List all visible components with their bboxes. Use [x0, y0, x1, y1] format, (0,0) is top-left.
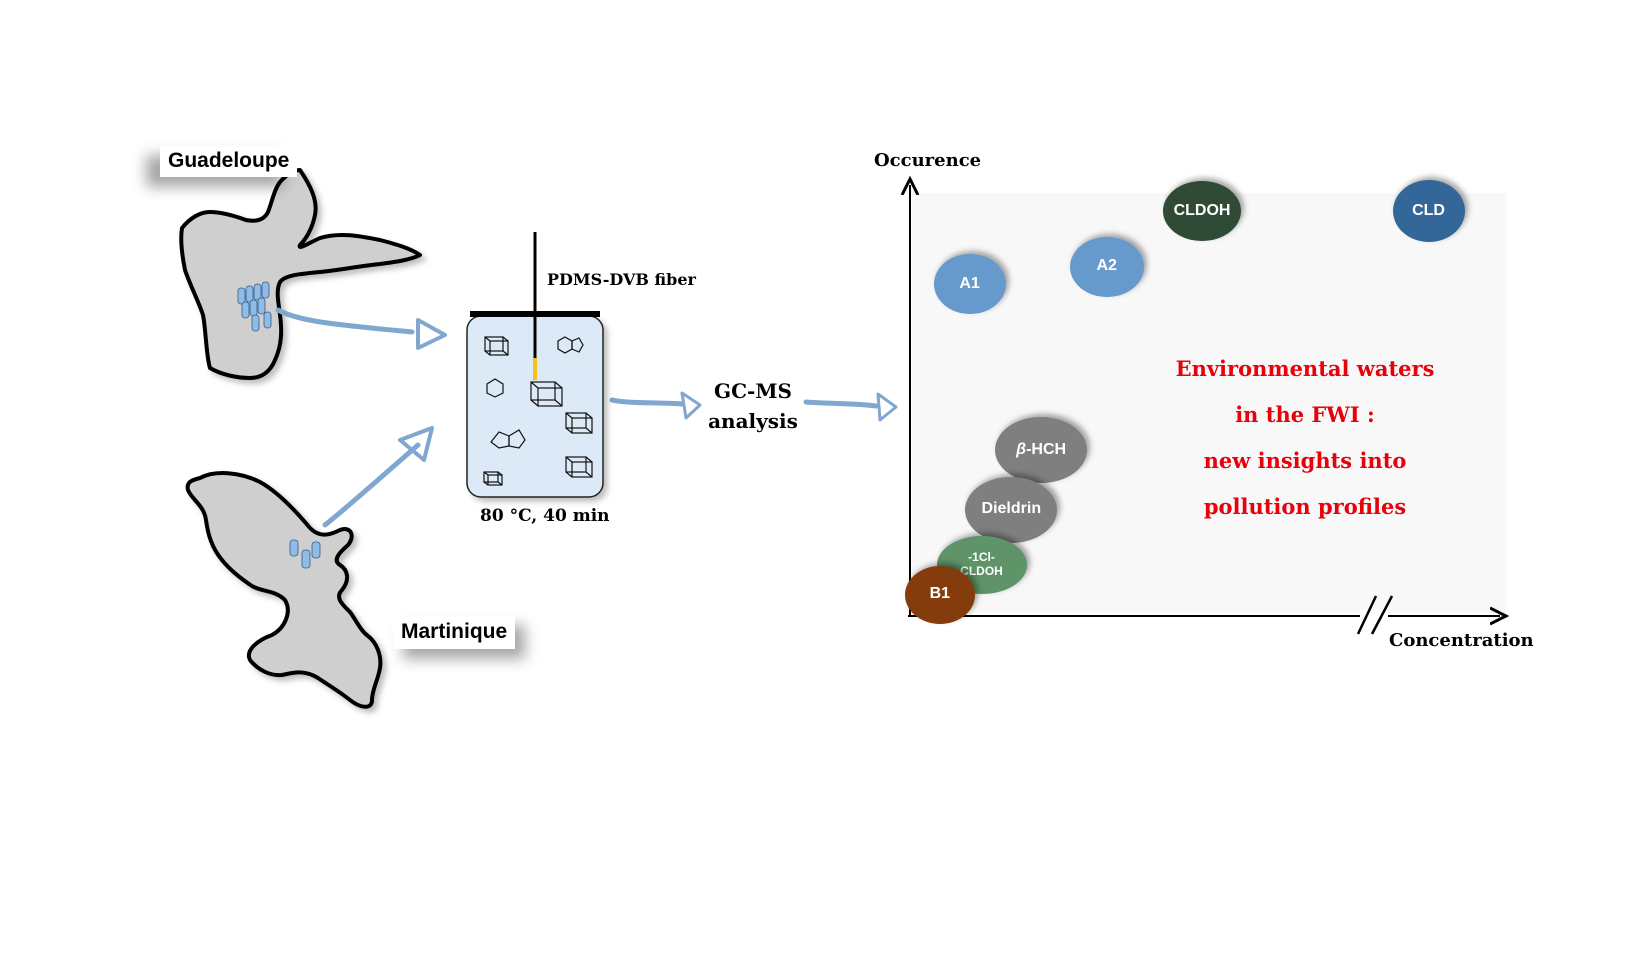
bubble-dieldrin: Dieldrin: [965, 476, 1058, 543]
arrow-gcms-to-chart: [803, 392, 898, 422]
gcms-label-line1: GC-MS: [714, 379, 792, 403]
guadeloupe-label: Guadeloupe: [160, 145, 298, 177]
martinique-label: Martinique: [393, 615, 516, 649]
bubble-cldoh: CLDOH: [1163, 181, 1242, 242]
sample-bottles-martinique: [289, 539, 321, 569]
fiber-label: PDMS-DVB fiber: [547, 270, 696, 289]
x-axis-label: Concentration: [1389, 630, 1534, 651]
bubble-label: CLD: [1412, 202, 1445, 220]
bubble-b1: B1: [904, 565, 975, 624]
bubble-hch: β-HCH: [995, 416, 1088, 483]
molecule-structures: [483, 336, 593, 486]
extraction-vial: [466, 232, 604, 498]
gcms-label: GC-MS analysis: [700, 376, 806, 436]
bubble-label: Dieldrin: [981, 500, 1042, 518]
guadeloupe-map: [179, 168, 422, 380]
bubble-a1: A1: [933, 253, 1006, 314]
axis-break-marker: [1356, 595, 1394, 635]
bubble-label: β-HCH: [1016, 440, 1067, 458]
callout-line-4: pollution profiles: [1203, 494, 1407, 519]
martinique-map: [185, 471, 383, 709]
conditions-label: 80 °C, 40 min: [480, 506, 610, 526]
bubble-label: A2: [1096, 257, 1117, 275]
bubble-label: CLDOH: [1173, 202, 1231, 220]
bubble-label: -1Cl- CLDOH: [960, 550, 1003, 578]
callout-line-2: in the FWI :: [1235, 402, 1375, 427]
callout-line-3: new insights into: [1203, 448, 1407, 473]
bubble-label: B1: [929, 585, 951, 603]
bubble-label: A1: [959, 274, 980, 292]
arrow-guadeloupe-to-vial: [275, 307, 447, 350]
callout-line-1: Environmental waters: [1175, 356, 1435, 381]
bubble-cld: CLD: [1392, 180, 1465, 243]
y-axis-label: Occurence: [874, 150, 982, 171]
gcms-label-line2: analysis: [708, 409, 798, 433]
sample-bottles-guadeloupe: [237, 281, 272, 332]
bubble-a2: A2: [1069, 236, 1144, 297]
arrow-martinique-to-vial: [322, 426, 434, 528]
arrow-vial-to-gcms: [609, 391, 702, 420]
